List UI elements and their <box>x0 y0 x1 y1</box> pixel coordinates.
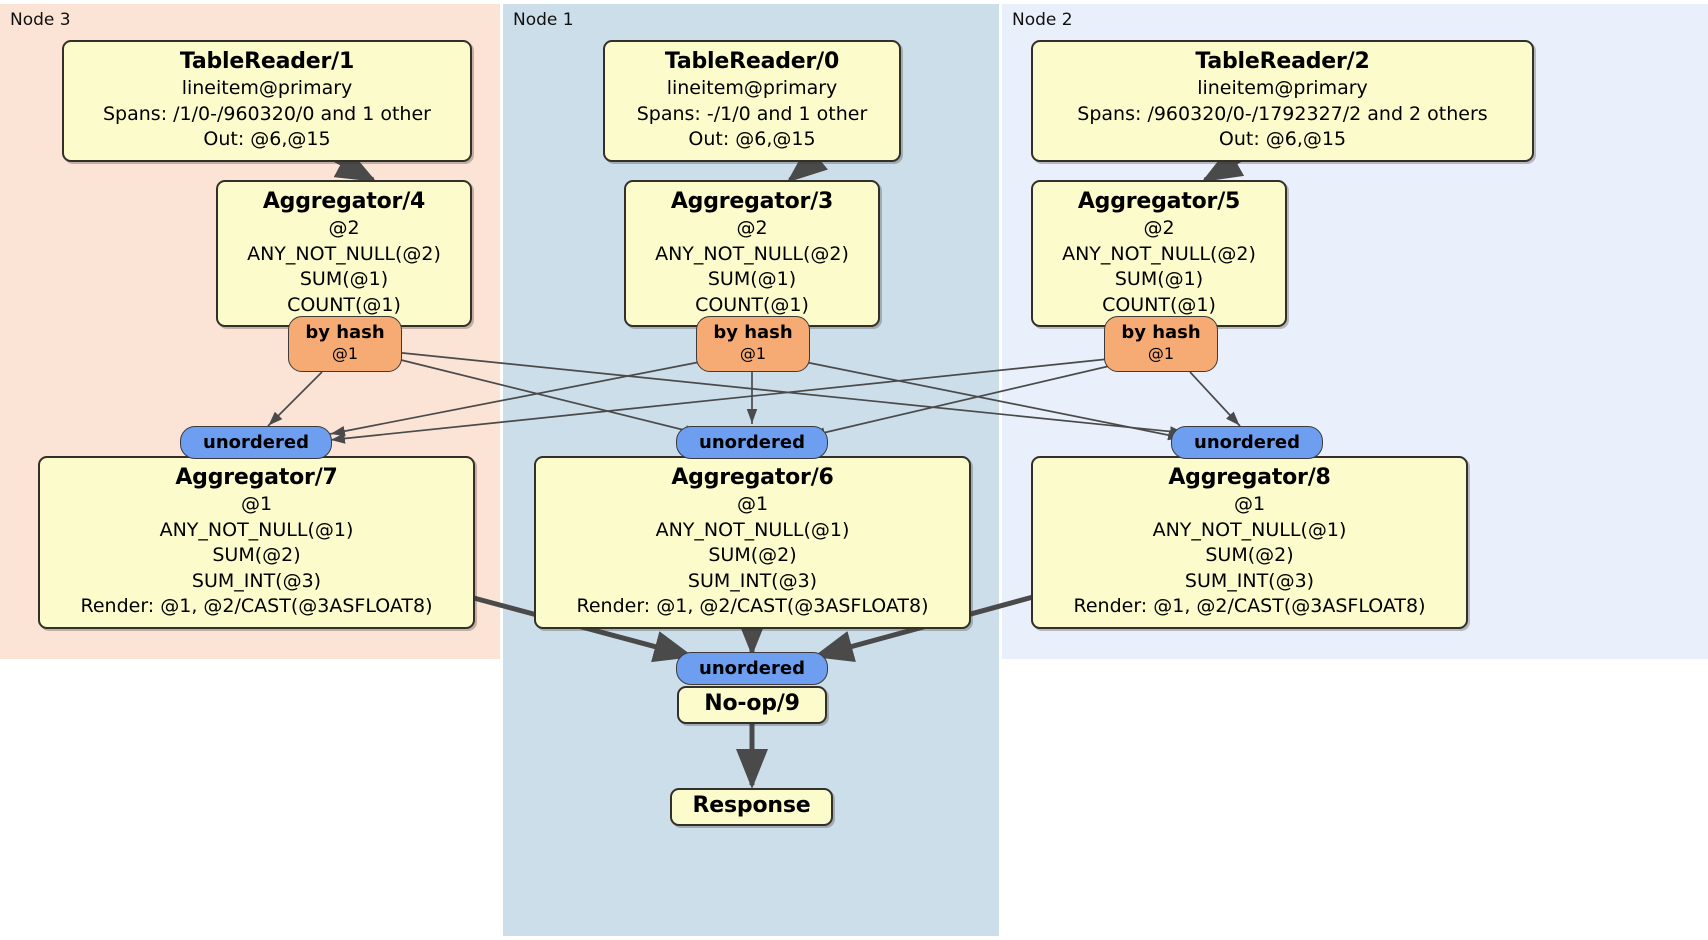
processor-noop-9[interactable]: No-op/9 <box>677 686 827 724</box>
synchronizer-unordered-right[interactable]: unordered <box>1171 426 1323 459</box>
processor-line: lineitem@primary <box>1197 77 1368 99</box>
processor-line: Out: @6,@15 <box>1218 128 1347 150</box>
processor-line: Out: @6,@15 <box>203 128 331 150</box>
processor-title: Response <box>692 793 811 818</box>
processor-line: COUNT(@1) <box>695 293 809 316</box>
processor-line: SUM(@1) <box>707 268 797 290</box>
router-hash-center[interactable]: by hash @1 <box>696 316 810 372</box>
processor-line: Spans: /1/0-/960320/0 and 1 other <box>103 102 431 125</box>
processor-line: Spans: /960320/0-/1792327/2 and 2 others <box>1077 102 1488 125</box>
processor-line: Spans: -/1/0 and 1 other <box>636 102 868 125</box>
router-subtitle: @1 <box>739 344 767 363</box>
processor-line: Out: @6,@15 <box>688 128 816 150</box>
processor-line: lineitem@primary <box>181 77 353 99</box>
processor-line: @1 <box>736 493 769 515</box>
processor-title: Aggregator/8 <box>1168 465 1331 490</box>
processor-line: ANY_NOT_NULL(@1) <box>1152 518 1347 541</box>
processor-aggregator-5[interactable]: Aggregator/5 @2 ANY_NOT_NULL(@2) SUM(@1)… <box>1031 180 1287 327</box>
processor-line: @2 <box>328 217 360 239</box>
processor-title: Aggregator/3 <box>670 189 834 214</box>
processor-line: @1 <box>1233 493 1266 515</box>
processor-tablereader-2[interactable]: TableReader/2 lineitem@primary Spans: /9… <box>1031 40 1534 162</box>
processor-line: SUM(@2) <box>708 544 797 566</box>
processor-line: Render: @1, @2/CAST(@3ASFLOAT8) <box>80 595 433 617</box>
processor-line: lineitem@primary <box>666 77 838 99</box>
processor-title: Aggregator/6 <box>671 465 834 490</box>
processor-title: No-op/9 <box>704 691 800 716</box>
router-title: by hash <box>305 322 385 343</box>
processor-line: ANY_NOT_NULL(@1) <box>655 518 850 541</box>
router-subtitle: @1 <box>331 344 359 363</box>
synchronizer-title: unordered <box>699 658 805 679</box>
node-panel-label-node1: Node 1 <box>513 10 574 30</box>
processor-aggregator-3[interactable]: Aggregator/3 @2 ANY_NOT_NULL(@2) SUM(@1)… <box>624 180 880 327</box>
processor-tablereader-0[interactable]: TableReader/0 lineitem@primary Spans: -/… <box>603 40 901 162</box>
processor-line: @2 <box>736 217 768 239</box>
processor-line: Render: @1, @2/CAST(@3ASFLOAT8) <box>1073 595 1426 617</box>
processor-title: TableReader/1 <box>179 49 355 74</box>
processor-title: Aggregator/7 <box>175 465 338 490</box>
processor-title: TableReader/0 <box>664 49 840 74</box>
processor-line: SUM_INT(@3) <box>1184 569 1315 592</box>
processor-line: @2 <box>1143 217 1175 239</box>
processor-title: Aggregator/5 <box>1077 189 1241 214</box>
synchronizer-unordered-final[interactable]: unordered <box>676 652 828 685</box>
processor-line: ANY_NOT_NULL(@2) <box>655 242 849 265</box>
node-panel-label-node3: Node 3 <box>10 10 71 30</box>
processor-line: @1 <box>240 493 273 515</box>
processor-line: SUM(@1) <box>299 268 389 290</box>
router-hash-left[interactable]: by hash @1 <box>288 316 402 372</box>
processor-line: ANY_NOT_NULL(@2) <box>1062 242 1256 265</box>
synchronizer-title: unordered <box>1194 432 1300 453</box>
processor-tablereader-1[interactable]: TableReader/1 lineitem@primary Spans: /1… <box>62 40 472 162</box>
synchronizer-unordered-left[interactable]: unordered <box>180 426 332 459</box>
processor-line: SUM(@2) <box>212 544 301 566</box>
processor-line: ANY_NOT_NULL(@1) <box>159 518 354 541</box>
processor-title: Aggregator/4 <box>262 189 426 214</box>
processor-line: ANY_NOT_NULL(@2) <box>247 242 441 265</box>
processor-response[interactable]: Response <box>670 788 833 826</box>
processor-line: COUNT(@1) <box>287 293 401 316</box>
router-title: by hash <box>713 322 793 343</box>
processor-line: Render: @1, @2/CAST(@3ASFLOAT8) <box>576 595 929 617</box>
router-subtitle: @1 <box>1147 344 1175 363</box>
processor-aggregator-8[interactable]: Aggregator/8 @1 ANY_NOT_NULL(@1) SUM(@2)… <box>1031 456 1468 629</box>
synchronizer-title: unordered <box>699 432 805 453</box>
synchronizer-unordered-center[interactable]: unordered <box>676 426 828 459</box>
processor-aggregator-4[interactable]: Aggregator/4 @2 ANY_NOT_NULL(@2) SUM(@1)… <box>216 180 472 327</box>
synchronizer-title: unordered <box>203 432 309 453</box>
router-hash-right[interactable]: by hash @1 <box>1104 316 1218 372</box>
processor-title: TableReader/2 <box>1195 49 1370 74</box>
router-title: by hash <box>1121 322 1201 343</box>
processor-line: COUNT(@1) <box>1102 293 1216 316</box>
processor-line: SUM(@1) <box>1114 268 1204 290</box>
processor-line: SUM_INT(@3) <box>687 569 818 592</box>
node-panel-label-node2: Node 2 <box>1012 10 1073 30</box>
processor-aggregator-7[interactable]: Aggregator/7 @1 ANY_NOT_NULL(@1) SUM(@2)… <box>38 456 475 629</box>
processor-line: SUM_INT(@3) <box>191 569 322 592</box>
processor-aggregator-6[interactable]: Aggregator/6 @1 ANY_NOT_NULL(@1) SUM(@2)… <box>534 456 971 629</box>
processor-line: SUM(@2) <box>1205 544 1294 566</box>
